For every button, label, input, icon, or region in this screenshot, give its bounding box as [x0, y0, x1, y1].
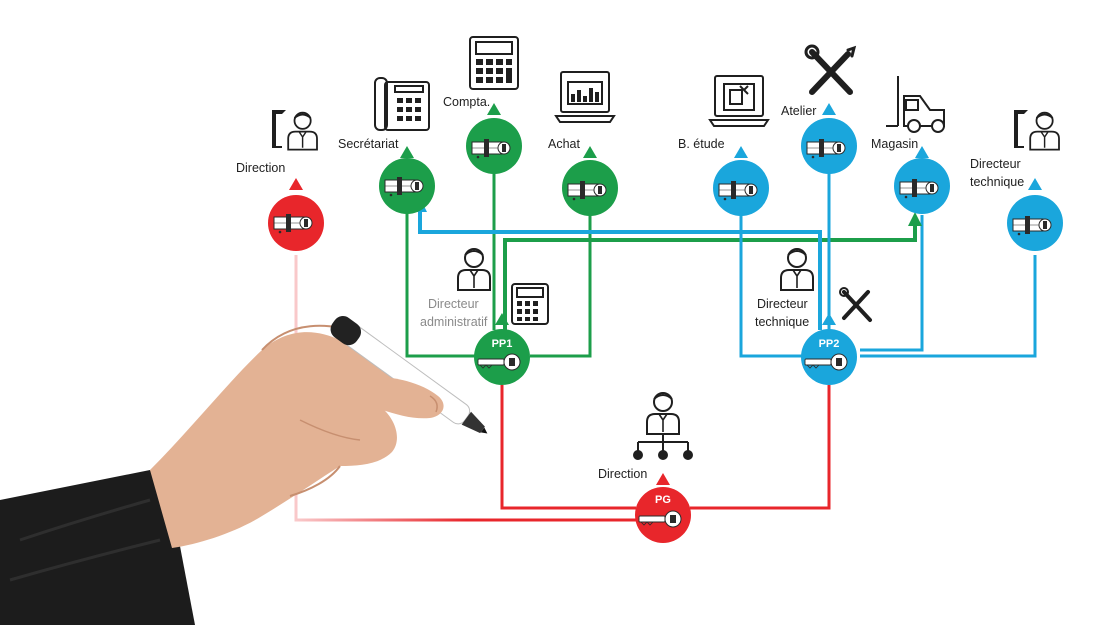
node-secretariat: [379, 146, 435, 214]
desk-phone-icon: [374, 77, 430, 131]
line-pp2-secretariat: [418, 212, 822, 330]
line-pp2-magasin: [860, 215, 924, 352]
label-atelier: Atelier: [781, 104, 816, 118]
node-achat: [562, 146, 618, 216]
node-magasin: [894, 146, 950, 214]
manager-calculator-icon: [457, 248, 549, 325]
pp2-label: PP2: [819, 338, 840, 350]
label-dir-admin-1: Directeur: [428, 297, 479, 311]
label-dir-tech-mid-1: Directeur: [757, 297, 808, 311]
forklift-icon: [886, 76, 945, 133]
calculator-icon: [469, 36, 519, 90]
blue-lines: [418, 172, 1037, 358]
label-dir-tech-right-1: Directeur: [970, 157, 1021, 171]
node-etude: [713, 146, 769, 216]
line-pp2-etude: [739, 215, 805, 358]
node-atelier: [801, 103, 857, 174]
pp1-label: PP1: [492, 338, 513, 350]
key-node-pp2: PP2: [801, 313, 857, 385]
label-dir-admin-2: administratif: [420, 315, 488, 329]
node-dir-tech-right: [1007, 178, 1063, 251]
manager-hierarchy-icon: [633, 392, 693, 460]
laptop-design-icon: [708, 75, 770, 127]
pg-label: PG: [655, 494, 671, 506]
line-pg-pp1: [500, 385, 636, 510]
key-node-pg: PG: [635, 473, 691, 543]
label-etude: B. étude: [678, 137, 725, 151]
label-direction-left: Direction: [236, 161, 285, 175]
manager-tools-icon: [780, 248, 872, 322]
node-compta: [466, 103, 522, 174]
label-secretariat: Secrétariat: [338, 137, 399, 151]
label-compta: Compta.: [443, 95, 490, 109]
node-direction-left: [268, 178, 324, 251]
label-achat: Achat: [548, 137, 580, 151]
arrow-to-magasin: [908, 212, 922, 226]
laptop-chart-icon: [554, 71, 616, 123]
door-person-icon: [1014, 110, 1060, 151]
hand-marker-icon: [0, 316, 488, 625]
label-dir-tech-mid-2: technique: [755, 315, 809, 329]
line-pp1-magasin: [503, 225, 917, 330]
label-magasin: Magasin: [871, 137, 918, 151]
key-node-pp1: PP1: [474, 313, 530, 385]
green-lines: [405, 172, 917, 358]
door-person-icon: [272, 110, 318, 151]
line-pg-pp2: [690, 385, 831, 510]
line-pp1-achat: [530, 215, 592, 358]
line-pp2-dirtech: [860, 255, 1037, 358]
line-pp1-secretariat: [405, 210, 476, 358]
label-direction-bottom: Direction: [598, 467, 647, 481]
label-dir-tech-right-2: technique: [970, 175, 1024, 189]
tools-icon: [804, 44, 857, 95]
